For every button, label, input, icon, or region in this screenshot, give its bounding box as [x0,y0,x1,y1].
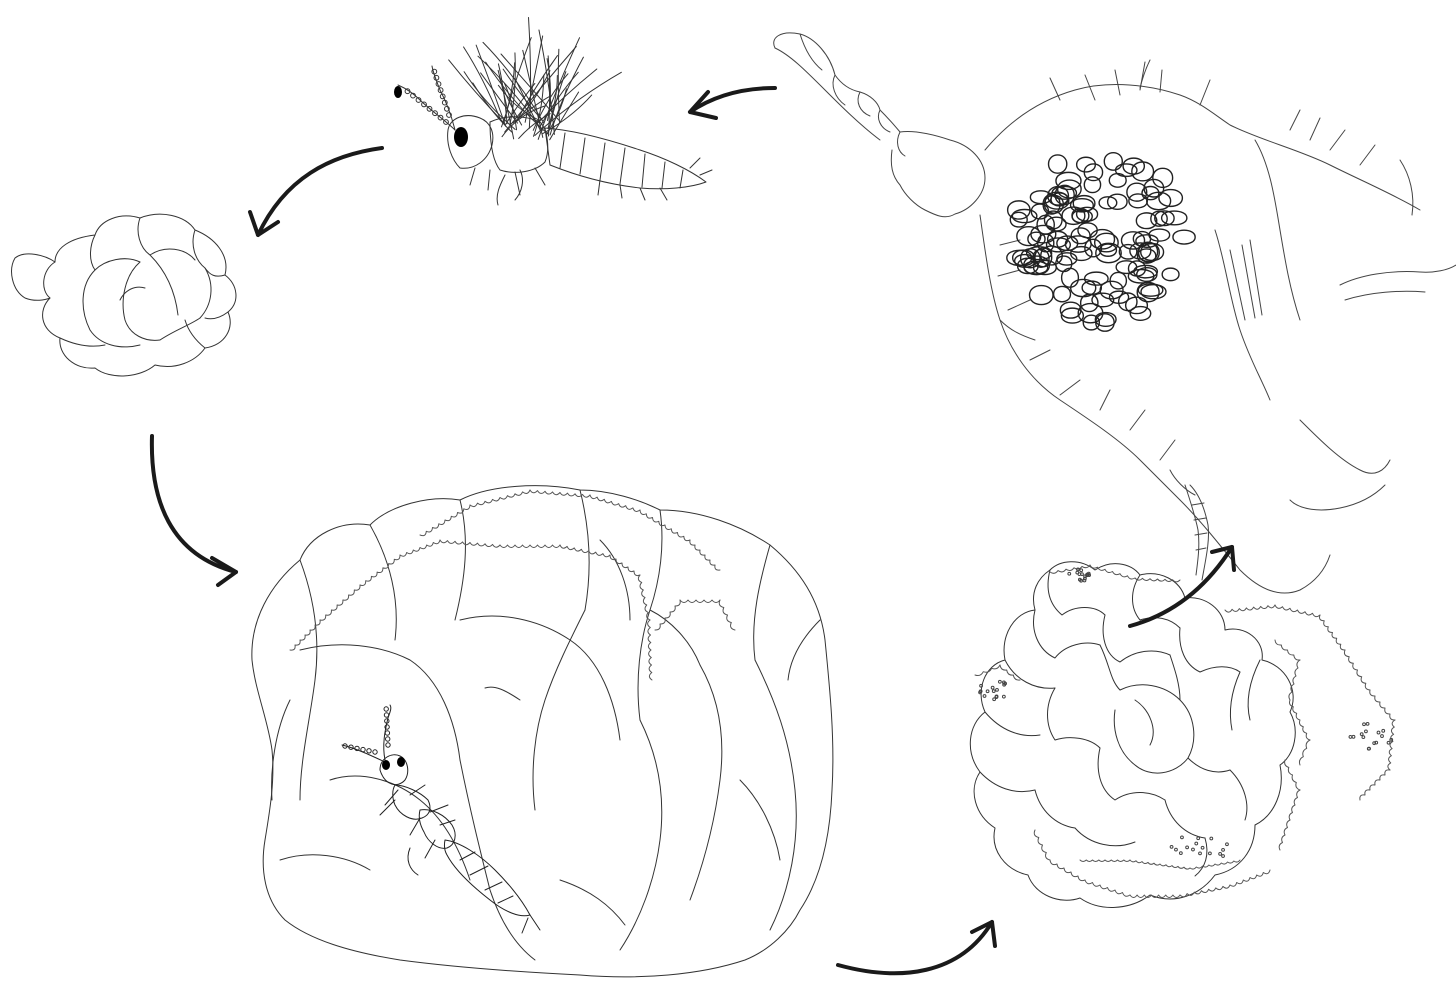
egg [1077,207,1098,221]
flow-arrows [152,88,1234,973]
egg [1030,286,1054,305]
egg [1119,245,1136,259]
egg [1082,281,1101,294]
egg [1162,268,1179,281]
adult-eye [454,127,468,147]
arrow-host-to-adult [690,88,775,118]
small-leaf-cluster [12,214,236,376]
adult-antenna-tip [394,86,402,98]
egg [1071,247,1092,261]
nymph-eye-left [382,760,390,770]
egg [1084,177,1100,193]
gall-rosette [970,562,1295,908]
arrow-big-leaf-to-rosette [838,922,995,973]
egg [1136,213,1156,229]
egg-mass-on-stem [774,33,1456,593]
nymph-insect [342,705,540,933]
egg [1061,308,1083,323]
nymph-eye-right [397,757,405,767]
egg-cluster [1007,153,1195,332]
large-leaf-with-nymph [252,486,833,977]
arrow-small-leaf-to-big-leaf [152,436,236,585]
rosette-crinkled-edge [975,565,1395,898]
arrow-adult-to-small-leaf [250,148,382,235]
egg [1096,314,1114,331]
egg [1104,153,1122,170]
arrow-rosette-to-host [1130,547,1234,626]
winged-adult [398,17,712,205]
egg [1127,183,1147,201]
egg [1054,286,1071,301]
egg [1071,279,1096,296]
egg [1173,230,1195,244]
rosette-spots [979,568,1393,857]
leaf-crinkled-edge [290,490,735,680]
egg [1049,155,1067,173]
